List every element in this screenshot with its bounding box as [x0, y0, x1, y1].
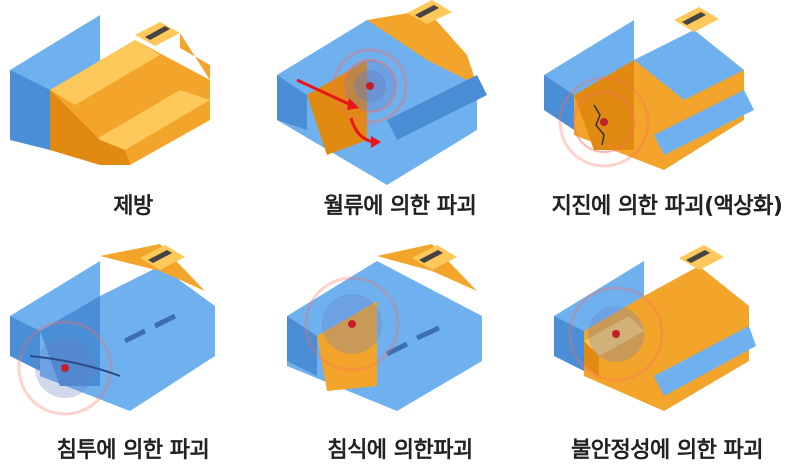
caption-instability: 불안정성에 의한 파괴: [571, 438, 763, 463]
levee-icon: [10, 15, 210, 165]
panel-seepage: 침투에 의한 파괴: [0, 236, 266, 471]
panel-erosion: 침식에 의한파괴: [267, 236, 533, 471]
caption-levee: 제방: [113, 194, 153, 219]
erosion-icon: [287, 244, 482, 411]
panel-instability: 불안정성에 의한 파괴: [534, 236, 800, 471]
panel-earthquake: 지진에 의한 파괴(액상화): [534, 0, 800, 235]
caption-seepage: 침투에 의한 파괴: [56, 438, 210, 463]
seepage-icon: [10, 244, 215, 416]
instability-icon: [554, 245, 756, 411]
panel-overflow: 월류에 의한 파괴: [267, 0, 533, 235]
panel-levee: 제방: [0, 0, 266, 235]
caption-earthquake: 지진에 의한 파괴(액상화): [551, 194, 783, 219]
caption-erosion: 침식에 의한파괴: [327, 438, 473, 463]
earthquake-icon: [544, 7, 754, 170]
overflow-icon: [277, 0, 487, 185]
caption-overflow: 월류에 의한 파괴: [323, 194, 477, 219]
